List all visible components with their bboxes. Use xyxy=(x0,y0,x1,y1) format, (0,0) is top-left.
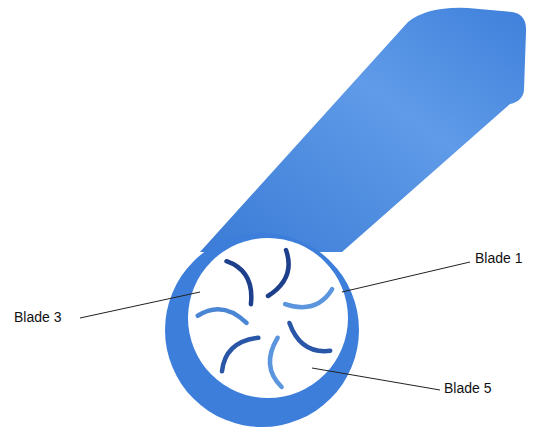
leader-lines xyxy=(80,262,470,390)
blade-label: Blade 1 xyxy=(475,250,522,267)
discharge-pipe xyxy=(200,8,526,252)
impeller-blades xyxy=(197,250,334,388)
blade-label: Blade 5 xyxy=(444,380,491,397)
impeller-chamber xyxy=(188,238,348,398)
blade-label: Blade 3 xyxy=(14,309,61,326)
volute-casing xyxy=(165,233,359,427)
